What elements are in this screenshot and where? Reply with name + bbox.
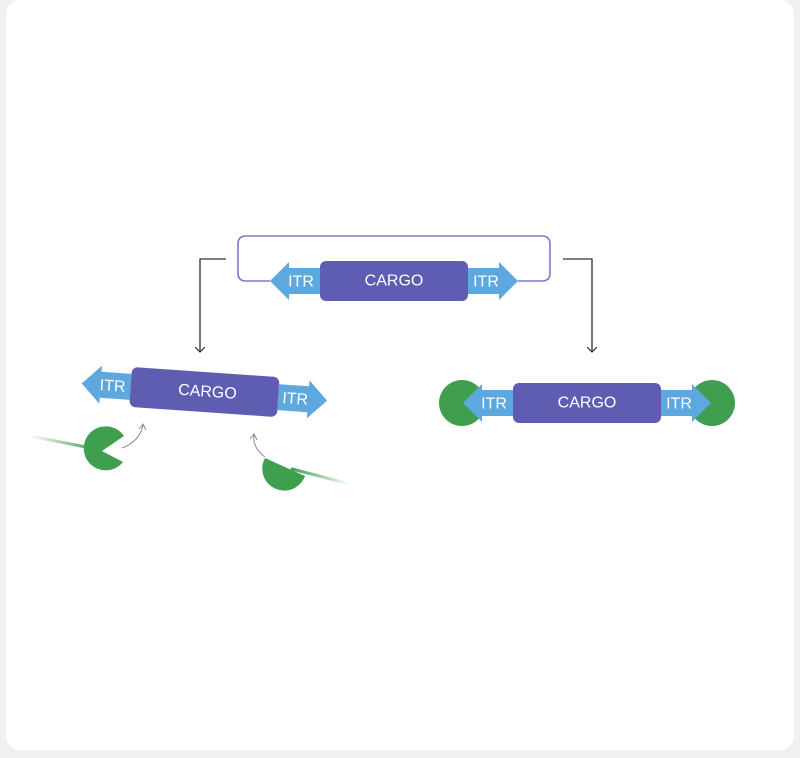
cargo-label: CARGO — [365, 273, 424, 290]
enzyme-left — [28, 423, 147, 471]
pacman-enzyme-icon — [262, 458, 305, 491]
right-itr-right: ITR — [661, 384, 711, 422]
itr-arrow-shape — [270, 262, 320, 300]
enzyme-tail — [290, 467, 352, 486]
itr-arrow-shape — [277, 380, 328, 419]
itr-label: ITR — [288, 274, 314, 291]
top-itr-right: ITR — [468, 262, 518, 300]
right-branch-arrow — [563, 258, 592, 352]
top-cargo-box — [320, 261, 468, 301]
itr-label: ITR — [282, 390, 309, 409]
pacman-enzyme-icon — [83, 426, 124, 471]
itr-label: ITR — [481, 396, 507, 413]
right-cargo-box — [513, 383, 661, 423]
right-construct: ITR ITR CARGO — [439, 380, 735, 426]
itr-label: ITR — [99, 377, 126, 396]
enzyme-right — [249, 433, 352, 491]
itr-arrow-shape — [661, 384, 711, 422]
right-itr-left: ITR — [463, 384, 513, 422]
itr-label: ITR — [666, 396, 692, 413]
left-branch-arrow — [200, 258, 226, 352]
top-construct: ITR ITR CARGO — [237, 235, 551, 301]
itr-label: ITR — [473, 274, 499, 291]
left-itr-right: ITR — [277, 380, 328, 419]
curved-arrow-head — [138, 423, 147, 431]
curved-arrow-icon — [121, 424, 144, 449]
left-construct: ITR ITR CARGO — [81, 365, 328, 419]
itr-arrow-shape — [463, 384, 513, 422]
end-cap-right — [689, 380, 735, 426]
loop-bracket — [237, 235, 551, 282]
cargo-label: CARGO — [178, 382, 238, 403]
cargo-label: CARGO — [558, 395, 617, 412]
itr-arrow-shape — [81, 365, 132, 404]
curved-arrow-head — [249, 433, 258, 441]
curved-arrow-icon — [253, 434, 266, 458]
end-cap-left — [439, 380, 485, 426]
left-cargo-box — [129, 367, 280, 417]
left-itr-left: ITR — [81, 365, 132, 404]
itr-arrow-shape — [468, 262, 518, 300]
top-itr-left: ITR — [270, 262, 320, 300]
